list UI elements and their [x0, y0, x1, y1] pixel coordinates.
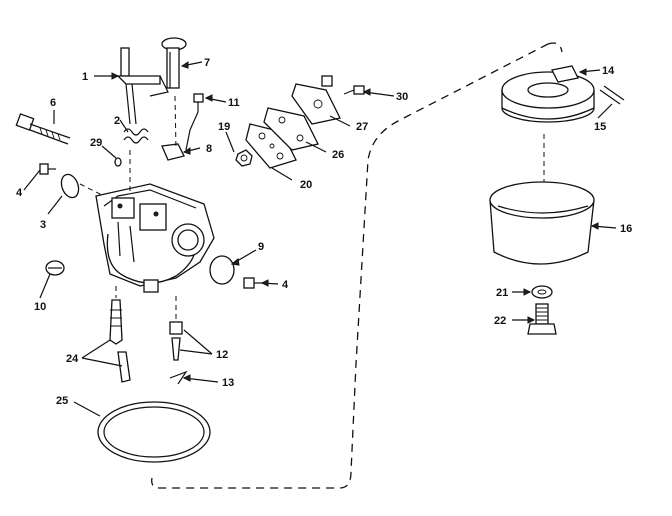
- callout-29: 29: [90, 137, 102, 149]
- callout-25: 25: [56, 395, 68, 407]
- callout-19: 19: [218, 121, 230, 133]
- part-11-screw: [185, 93, 204, 151]
- part-30-screw: [343, 85, 365, 95]
- part-10-plug: [45, 260, 65, 276]
- callout-22: 22: [494, 315, 506, 327]
- part-4-screw-left: [39, 163, 56, 175]
- part-15-screw: [599, 85, 625, 105]
- assembly-boundary-right: [547, 42, 563, 53]
- part-4-screw-right: [243, 277, 262, 289]
- part-26-plate: [263, 107, 319, 151]
- callout-11: 11: [228, 97, 240, 109]
- callout-26: 26: [332, 149, 344, 161]
- part-8-clip: [161, 143, 185, 161]
- callout-20: 20: [300, 179, 312, 191]
- part-12-inlet-needle: [169, 296, 183, 361]
- callout-1: 1: [82, 71, 88, 83]
- part-7-choke-shaft: [161, 37, 187, 89]
- callout-16: 16: [620, 223, 632, 235]
- part-13-clip: [169, 370, 188, 385]
- callout-10: 10: [34, 301, 46, 313]
- carburetor-body: [95, 95, 215, 293]
- part-19-nut: [235, 149, 253, 167]
- part-1-throttle-shaft: [116, 47, 169, 125]
- arrowheads: [111, 61, 599, 382]
- callout-21: 21: [496, 287, 508, 299]
- part-14-air-filter-adapter: [501, 65, 595, 123]
- part-29-pin: [114, 157, 122, 167]
- callout-4-right: 4: [282, 279, 289, 291]
- callout-14: 14: [602, 65, 615, 77]
- callout-6: 6: [50, 97, 56, 109]
- part-2-spring: [123, 128, 149, 144]
- part-25-o-ring: [97, 401, 211, 463]
- part-6-screw: [15, 113, 71, 145]
- part-24-needle-valve: [109, 286, 131, 383]
- part-22-bolt: [527, 303, 557, 335]
- part-3-disc: [60, 173, 105, 199]
- part-27-cover: [291, 75, 341, 125]
- callout-3: 3: [40, 219, 46, 231]
- callout-13: 13: [222, 377, 234, 389]
- callout-30: 30: [396, 91, 408, 103]
- part-9-disc: [209, 255, 235, 285]
- callout-7: 7: [204, 57, 210, 69]
- callout-12: 12: [216, 349, 228, 361]
- callout-24: 24: [66, 353, 79, 365]
- callout-4-left: 4: [16, 187, 23, 199]
- callout-8: 8: [206, 143, 212, 155]
- callout-27: 27: [356, 121, 368, 133]
- part-21-washer: [531, 285, 553, 299]
- callout-labels: 1 2 3 4 4 6 7 8 9 10 11 12 13 14 15 16 1…: [16, 57, 632, 407]
- part-16-filter-bowl: [489, 134, 595, 265]
- callout-2: 2: [114, 115, 120, 127]
- callout-9: 9: [258, 241, 264, 253]
- callout-15: 15: [594, 121, 606, 133]
